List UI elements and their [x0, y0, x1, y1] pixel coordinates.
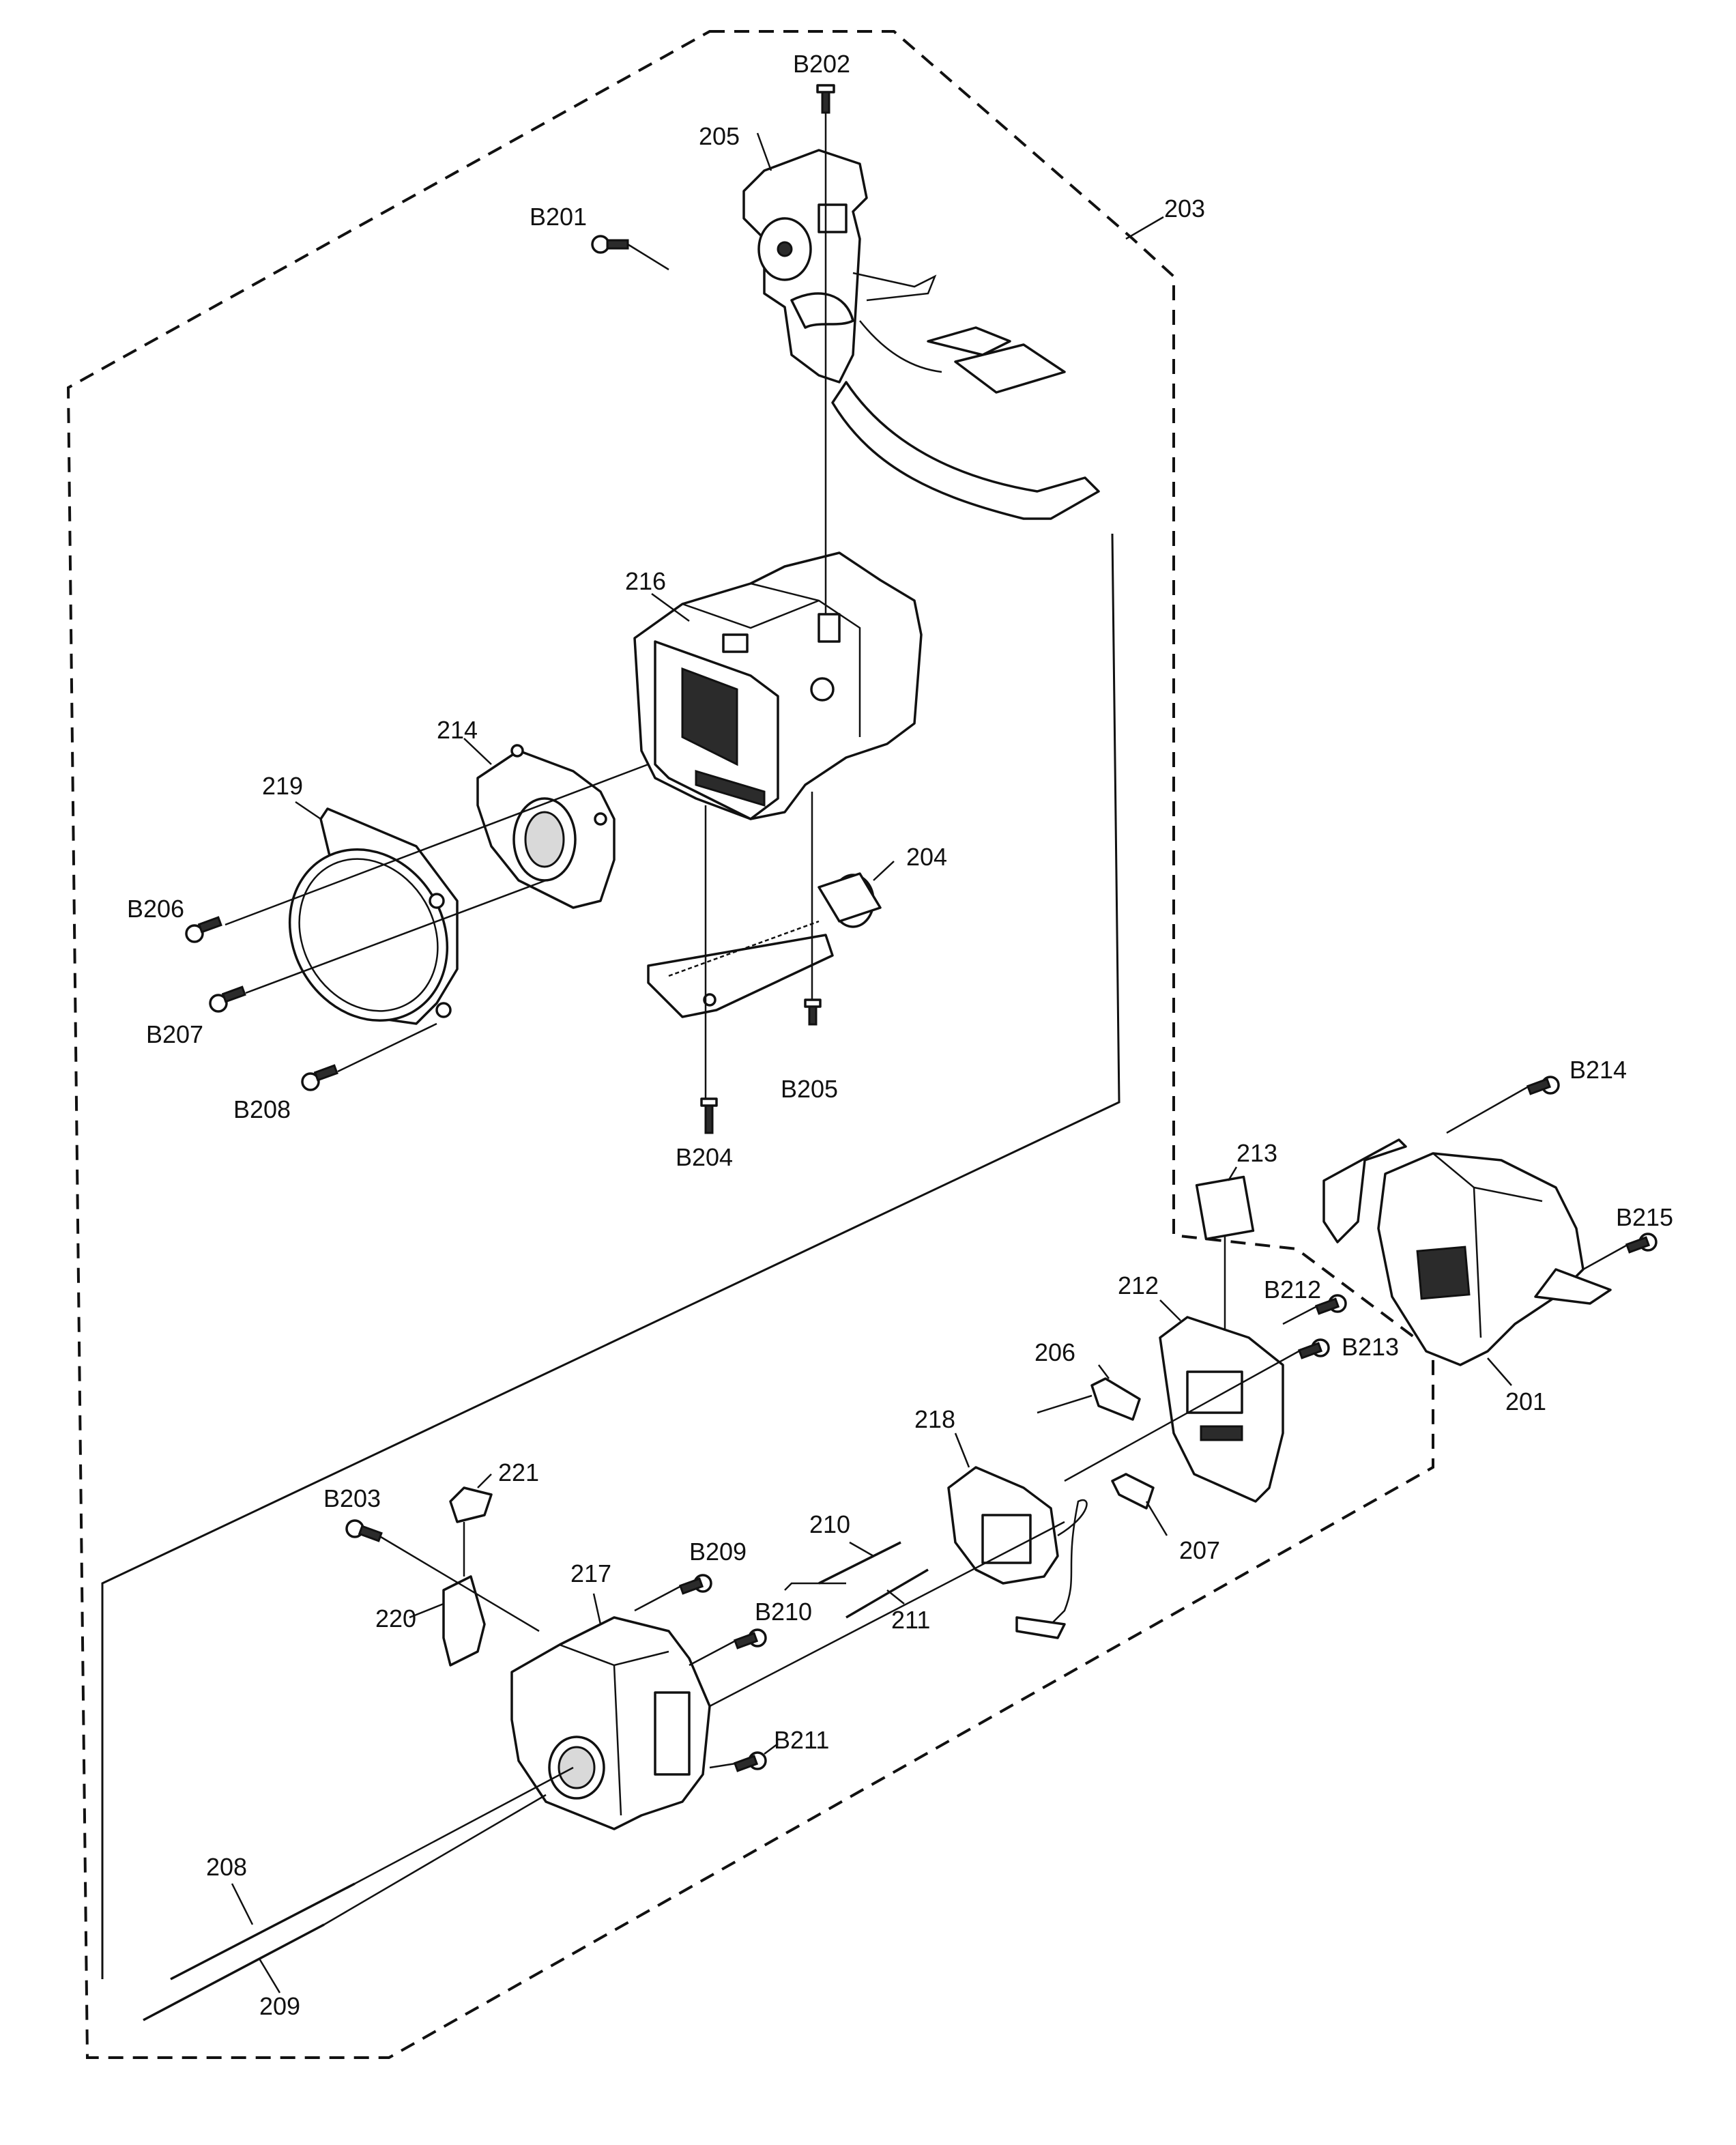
label-221: 221 — [498, 1458, 539, 1486]
flex-cable — [831, 326, 1100, 520]
label-220: 220 — [375, 1604, 416, 1632]
screw-B205 — [804, 998, 822, 1026]
screw-B202 — [816, 84, 835, 114]
part-218-sensor-frame — [947, 1466, 1088, 1639]
part-213-plate — [1195, 1175, 1255, 1241]
screw-B210 — [733, 1628, 767, 1650]
part-211-rod — [845, 1568, 929, 1619]
label-B209: B209 — [689, 1538, 747, 1566]
label-B208: B208 — [233, 1095, 291, 1123]
label-219: 219 — [262, 772, 303, 800]
part-206-plate — [1090, 1377, 1141, 1421]
screw-B212 — [1314, 1294, 1347, 1315]
label-B204: B204 — [676, 1143, 733, 1171]
label-218: 218 — [914, 1405, 955, 1433]
label-B206: B206 — [127, 895, 184, 923]
screw-B215 — [1625, 1233, 1658, 1254]
part-216-frame — [633, 551, 923, 820]
label-B203: B203 — [323, 1484, 381, 1512]
screw-B207 — [209, 985, 246, 1013]
label-B211: B211 — [774, 1726, 829, 1754]
label-217: 217 — [570, 1559, 611, 1587]
part-207-plate — [1111, 1473, 1155, 1510]
label-B202: B202 — [793, 50, 850, 78]
label-214: 214 — [437, 716, 478, 744]
label-B207: B207 — [146, 1020, 203, 1048]
label-211: 211 — [891, 1606, 930, 1634]
label-210: 210 — [809, 1510, 850, 1538]
part-217-block — [510, 1616, 711, 1830]
label-203: 203 — [1164, 195, 1205, 222]
label-205: 205 — [699, 122, 740, 150]
screw-B203 — [345, 1519, 383, 1542]
label-212: 212 — [1118, 1271, 1159, 1299]
part-209-rod — [143, 1923, 325, 2021]
part-208-rod — [170, 1882, 356, 1981]
leader-lines — [225, 113, 1628, 1993]
part-204-motor — [647, 872, 882, 1018]
part-205-mechanism — [742, 149, 942, 384]
label-B205: B205 — [781, 1075, 838, 1103]
part-221-clip — [449, 1486, 493, 1523]
label-B201: B201 — [530, 203, 587, 231]
label-204: 204 — [906, 843, 947, 871]
screw-B214 — [1526, 1076, 1560, 1095]
screw-B208 — [301, 1064, 338, 1091]
label-206: 206 — [1035, 1338, 1075, 1366]
part-214-lens-ring — [476, 744, 616, 909]
assembly-boundary-203 — [66, 30, 1434, 2059]
screw-B201 — [591, 235, 629, 254]
label-216: 216 — [625, 567, 666, 595]
part-219-lens — [288, 807, 459, 1025]
part-212-bracket — [1159, 1316, 1284, 1503]
label-207: 207 — [1179, 1536, 1220, 1564]
label-B210: B210 — [755, 1598, 812, 1626]
label-B214: B214 — [1569, 1056, 1627, 1084]
label-213: 213 — [1236, 1139, 1277, 1167]
screw-B209 — [678, 1574, 712, 1595]
label-B212: B212 — [1264, 1276, 1321, 1304]
part-201-housing — [1322, 1138, 1612, 1366]
label-208: 208 — [206, 1853, 247, 1881]
part-210-rod — [818, 1541, 901, 1585]
label-B215: B215 — [1616, 1203, 1673, 1231]
label-209: 209 — [259, 1992, 300, 2020]
subassembly-outline — [101, 533, 1120, 1979]
label-201: 201 — [1505, 1387, 1546, 1415]
part-220-bracket — [442, 1575, 486, 1667]
screw-B213 — [1297, 1338, 1330, 1359]
screw-B204 — [700, 1097, 718, 1134]
screw-B211 — [733, 1751, 767, 1772]
screw-B206 — [185, 916, 222, 943]
label-B213: B213 — [1342, 1333, 1399, 1361]
